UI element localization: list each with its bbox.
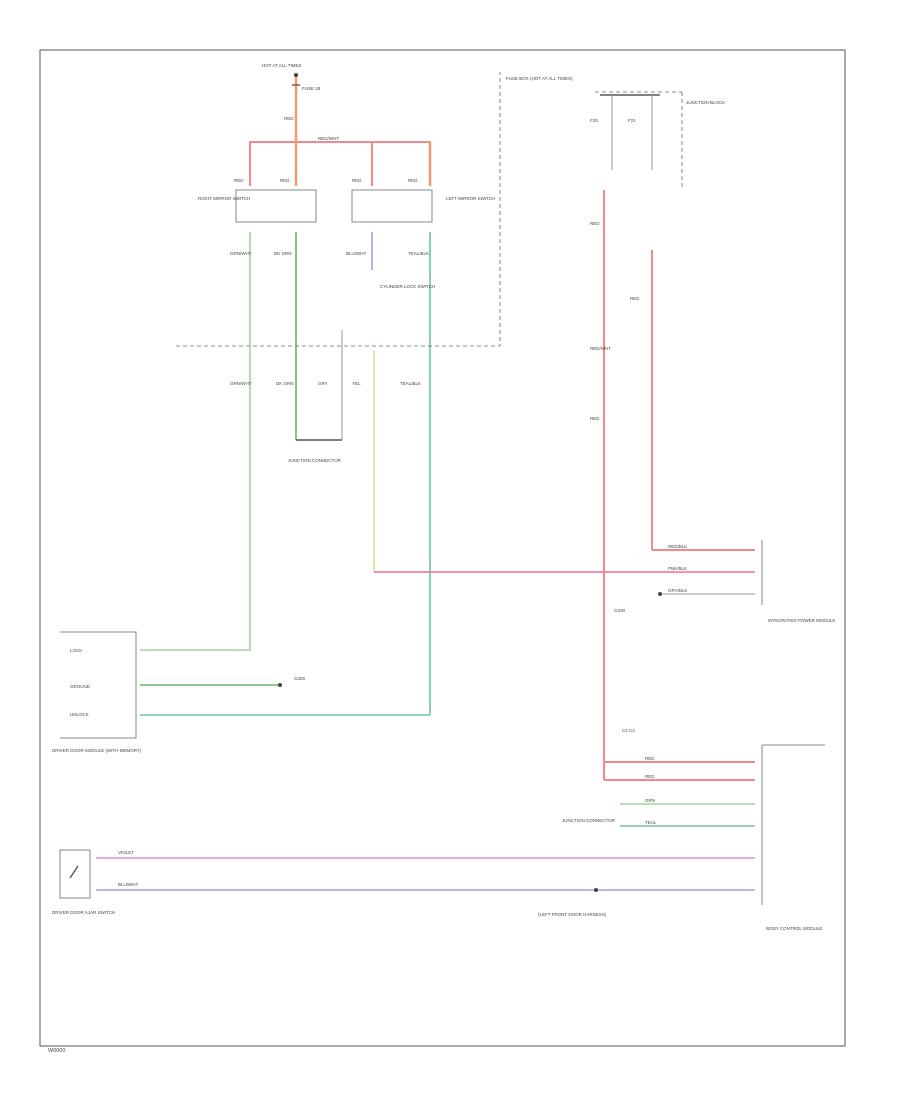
dash-harness-boundary: [176, 72, 501, 347]
pin-b3: GRN: [645, 798, 655, 803]
wire-label-7: TEAL/BLK: [408, 251, 429, 256]
pin-ml3: UNLOCK: [70, 712, 89, 717]
wire-label-3: RED/WHT: [318, 136, 339, 141]
wire-label-5: DK GRN: [274, 251, 292, 256]
label-right-switch: LEFT MIRROR SWITCH: [446, 196, 495, 201]
pin-b4: TEAL: [645, 820, 657, 825]
module-left-box: [60, 631, 137, 739]
wire-label-9: DK GRN: [276, 381, 294, 386]
pin-b6: BLU/WHT: [118, 882, 139, 887]
pin-ml2: GROUND: [70, 684, 91, 689]
sensor-box-left: [59, 849, 91, 899]
label-fuse-box: FUSE BOX (HOT AT ALL TIMES): [506, 76, 573, 81]
switch-box-right: [351, 189, 433, 223]
wire-label-10: GRY: [318, 381, 328, 386]
wire-label-13: RED: [590, 221, 600, 226]
footer-code: W0000: [48, 1048, 65, 1054]
switch-box-left: [235, 189, 317, 223]
pin-mr2: PNK/BLK: [668, 566, 687, 571]
label-code: C2 C3: [622, 728, 635, 733]
label-cyl-lock: CYLINDER LOCK SWITCH: [380, 284, 435, 289]
pin-l1: RED: [234, 178, 244, 183]
pin-mr3: GRY/BLK: [668, 588, 687, 593]
pin-l2: RED: [280, 178, 290, 183]
label-splice-2: JUNCTION CONNECTOR: [562, 818, 616, 823]
label-sensor-left: DRIVER DOOR AJAR SWITCH: [52, 910, 115, 915]
wire-green-left-end: [140, 640, 251, 651]
wire-label-8: GRN/WHT: [230, 381, 252, 386]
wire-label-12: TEAL/BLK: [400, 381, 421, 386]
pin-b2: RED: [645, 774, 655, 779]
wire-red-bus: [249, 141, 431, 186]
wire-label-4: GRN/WHT: [230, 251, 252, 256]
fuse-l2: F21: [628, 118, 636, 123]
wire-label-14: RED: [630, 296, 640, 301]
wire-label-11: YEL: [352, 381, 361, 386]
label-module-right-bottom: BODY CONTROL MODULE: [766, 926, 822, 931]
ground-dot-2: [278, 683, 282, 687]
label-ground-1: G200: [614, 608, 626, 613]
pin-ml1: LOCK: [70, 648, 82, 653]
fuse-dot: [294, 73, 298, 77]
sensor-switch-arm: [69, 865, 79, 879]
label-note-bottom: (LEFT FRONT DOOR HARNESS): [538, 912, 607, 917]
pin-mr1: RED/BLK: [668, 544, 687, 549]
fuse-l1: F20: [590, 118, 598, 123]
ground-dot-1: [658, 592, 662, 596]
pin-b5: VIOLET: [118, 850, 134, 855]
splice-dot-blue: [594, 888, 598, 892]
label-module-right-top: INTEGRATED POWER MODULE: [768, 618, 835, 623]
label-left-switch: RIGHT MIRROR SWITCH: [198, 196, 250, 201]
module-right-bottom-box: [761, 744, 825, 905]
diagram-frame: [39, 49, 846, 1047]
label-ground-2: G300: [294, 676, 306, 681]
pin-b1: RED: [645, 756, 655, 761]
wire-label-15: RED/WHT: [590, 346, 611, 351]
label-module-left: DRIVER DOOR MODULE (WITH MEMORY): [52, 748, 142, 753]
label-connector-top-right: JUNCTION BLOCK: [686, 100, 725, 105]
wire-label-16: RED: [590, 416, 600, 421]
wire-label-2: RED: [284, 116, 294, 121]
pin-r2: RED: [408, 178, 418, 183]
label-top-fuse: HOT AT ALL TIMES: [262, 63, 302, 68]
pin-r1: RED: [352, 178, 362, 183]
label-splice-1: JUNCTION CONNECTOR: [288, 458, 342, 463]
wire-label-1: FUSE 28: [302, 86, 321, 91]
wire-label-6: BLU/WHT: [346, 251, 367, 256]
